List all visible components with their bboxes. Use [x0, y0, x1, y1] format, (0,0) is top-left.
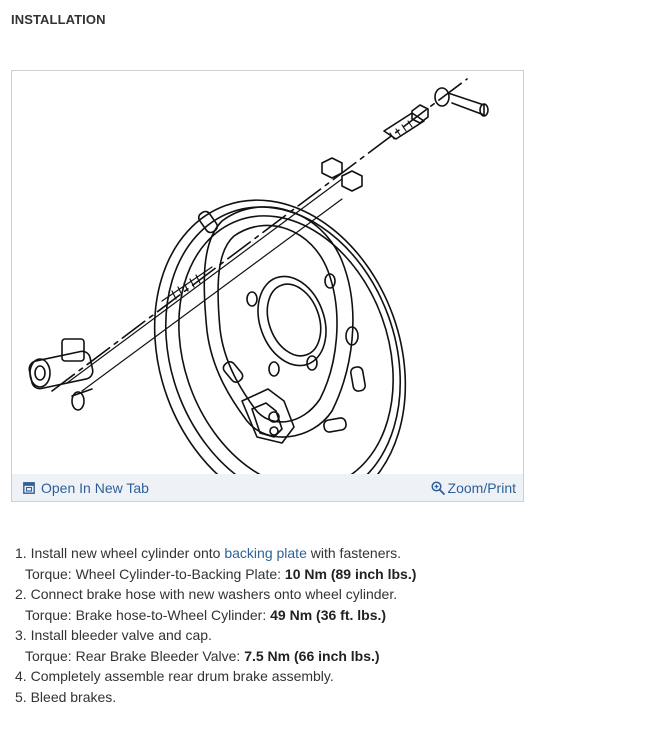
magnifier-zoom-icon — [430, 481, 445, 495]
step-text: Install bleeder valve and cap. — [30, 627, 212, 643]
step-number: 1. — [15, 545, 27, 561]
installation-steps: 1. Install new wheel cylinder onto backi… — [15, 543, 416, 707]
backing-plate-link[interactable]: backing plate — [224, 545, 307, 561]
open-in-new-tab-icon — [23, 482, 35, 494]
torque-spec: Torque: Wheel Cylinder-to-Backing Plate:… — [15, 564, 416, 585]
step-text: Bleed brakes. — [30, 688, 117, 705]
step-number: 5. — [15, 688, 27, 705]
step-item: 2. Connect brake hose with new washers o… — [15, 584, 416, 625]
figure-container: Open In New Tab Zoom/Print — [11, 70, 524, 502]
step-text: with fasteners. — [310, 545, 402, 561]
torque-label: Torque: Rear Brake Bleeder Valve: — [25, 647, 241, 664]
zoom-print-label: Zoom/Print — [447, 480, 516, 496]
step-text: Completely assemble rear drum brake asse… — [30, 668, 334, 684]
section-heading: INSTALLATION — [11, 12, 106, 27]
step-item: 5. Bleed brakes. — [15, 687, 416, 708]
torque-spec: Torque: Brake hose-to-Wheel Cylinder: 49… — [15, 605, 416, 626]
figure-toolbar: Open In New Tab Zoom/Print — [12, 474, 523, 501]
step-item: 4. Completely assemble rear drum brake a… — [15, 666, 416, 687]
step-number: 2. — [15, 586, 27, 602]
torque-value: 49 Nm (36 ft. lbs.) — [270, 606, 387, 623]
step-text: Install new wheel cylinder onto — [30, 545, 221, 561]
step-text: Connect brake hose with new washers onto… — [30, 586, 398, 602]
open-in-new-tab-label: Open In New Tab — [41, 480, 149, 496]
brake-backing-plate-diagram[interactable] — [12, 71, 523, 476]
step-item: 1. Install new wheel cylinder onto backi… — [15, 543, 416, 584]
step-number: 4. — [15, 668, 27, 684]
step-number: 3. — [15, 627, 27, 643]
torque-label: Torque: Brake hose-to-Wheel Cylinder: — [25, 606, 267, 623]
step-item: 3. Install bleeder valve and cap. Torque… — [15, 625, 416, 666]
torque-value: 10 Nm (89 inch lbs.) — [284, 565, 417, 582]
zoom-print-link[interactable]: Zoom/Print — [430, 480, 516, 496]
torque-label: Torque: Wheel Cylinder-to-Backing Plate: — [25, 565, 282, 582]
torque-value: 7.5 Nm (66 inch lbs.) — [244, 647, 380, 664]
torque-spec: Torque: Rear Brake Bleeder Valve: 7.5 Nm… — [15, 646, 416, 667]
open-in-new-tab-link[interactable]: Open In New Tab — [23, 480, 149, 496]
